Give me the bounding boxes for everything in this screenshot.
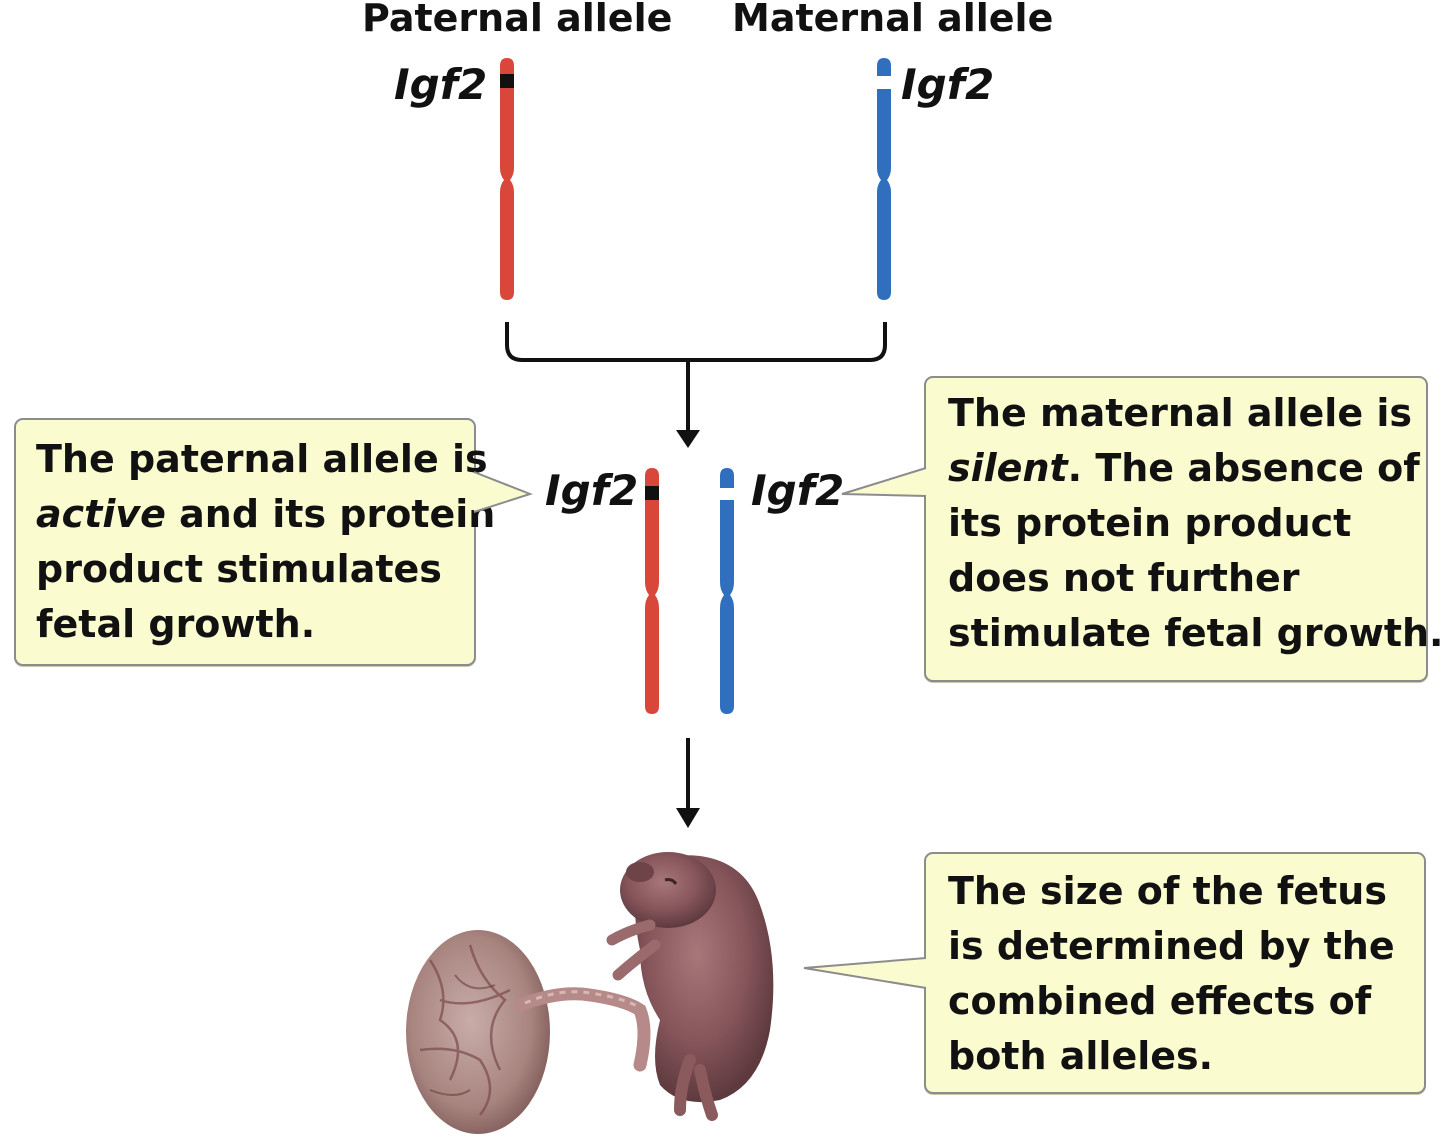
emphasis-active: active bbox=[36, 492, 166, 536]
maternal-callout-line: stimulate fetal growth. bbox=[948, 611, 1440, 655]
maternal-callout-line: does not further bbox=[948, 556, 1300, 600]
maternal-callout-line: its protein product bbox=[948, 501, 1352, 545]
active-band bbox=[645, 486, 659, 500]
mid-maternal-chromosome bbox=[720, 468, 734, 714]
paternal-callout-line: The paternal allele is bbox=[36, 437, 488, 481]
top-paternal-chromosome bbox=[500, 58, 514, 300]
silent-band bbox=[877, 76, 891, 89]
arrowhead-1 bbox=[676, 430, 700, 448]
mid-paternal-gene-label: Igf2 bbox=[545, 466, 639, 515]
fetus-illustration bbox=[406, 852, 774, 1134]
arrowhead-2 bbox=[676, 808, 700, 828]
top-paternal-gene-label: Igf2 bbox=[394, 60, 488, 109]
top-maternal-chromosome bbox=[877, 58, 891, 300]
emphasis-silent: silent bbox=[948, 446, 1068, 490]
fetus-callout-line: is determined by the bbox=[948, 924, 1395, 968]
mid-maternal-gene-label: Igf2 bbox=[751, 466, 845, 515]
maternal-callout-text: . The absence of bbox=[1067, 446, 1420, 490]
paternal-allele-label: Paternal allele bbox=[362, 0, 673, 40]
paternal-callout-line: fetal growth. bbox=[36, 602, 316, 646]
paternal-callout-line: product stimulates bbox=[36, 547, 442, 591]
maternal-callout: The maternal allele is silent. The absen… bbox=[924, 376, 1440, 682]
fetus-callout: The size of the fetus is determined by t… bbox=[924, 852, 1426, 1094]
top-maternal-gene-label: Igf2 bbox=[901, 60, 995, 109]
umbilical-cord bbox=[513, 987, 651, 1072]
maternal-callout-line: The maternal allele is bbox=[948, 391, 1412, 435]
maternal-callout-line: silent. The absence of bbox=[948, 441, 1426, 496]
merge-bracket bbox=[505, 322, 887, 362]
fetus-callout-line: The size of the fetus bbox=[948, 869, 1387, 913]
paternal-callout: The paternal allele is active and its pr… bbox=[14, 418, 495, 666]
fetus-callout-line: combined effects of bbox=[948, 979, 1372, 1023]
maternal-allele-label: Maternal allele bbox=[732, 0, 1054, 40]
paternal-callout-text: and its protein bbox=[165, 492, 496, 536]
mid-paternal-chromosome bbox=[645, 468, 659, 714]
fetus-callout-line: both alleles. bbox=[948, 1034, 1214, 1078]
silent-band bbox=[720, 488, 734, 500]
placenta bbox=[406, 930, 550, 1134]
paternal-callout-line: active and its protein bbox=[36, 487, 495, 542]
active-band bbox=[500, 74, 514, 88]
